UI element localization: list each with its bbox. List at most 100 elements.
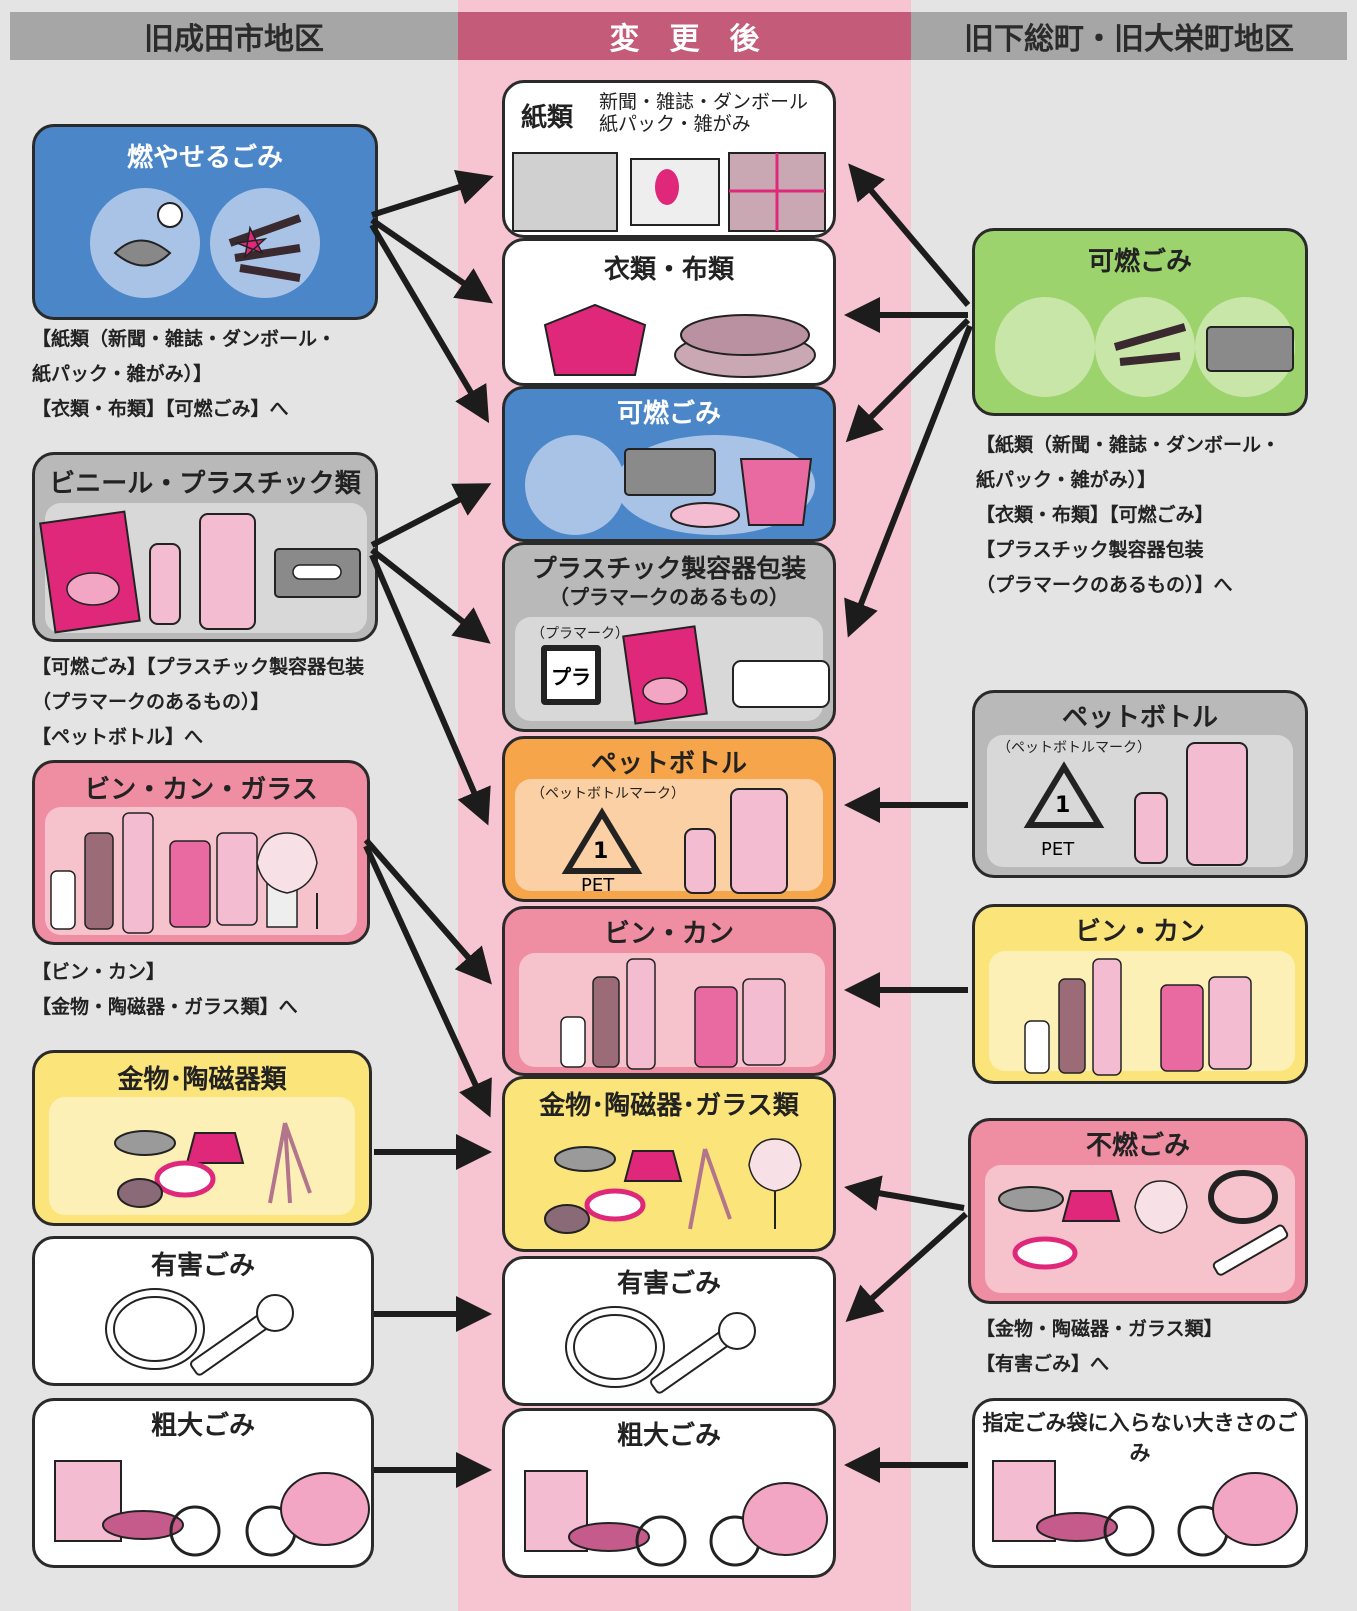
- left-box-bottles-cans-glass-title: ビン・カン・ガラス: [84, 775, 318, 805]
- burnable-illustration: [90, 188, 320, 298]
- right-pet-bottles-illustration: [1134, 742, 1248, 866]
- left-box-metal-ceramics: 金物･陶磁器類: [32, 1050, 372, 1226]
- right-note-nonburnable: 【金物・陶磁器・ガラス類】 【有害ごみ】へ: [976, 1312, 1223, 1382]
- left-box-plastic-title: ビニール・プラスチック類: [49, 469, 361, 499]
- plastic-packaging-illustration: [622, 625, 830, 725]
- note-line: 【衣類・布類】【可燃ごみ】へ: [32, 398, 289, 420]
- right-pet-mark-label: PET: [1041, 839, 1075, 860]
- right-box-pet-bottle: ペットボトル （ペットボトルマーク） 1 PET: [972, 690, 1308, 878]
- right-box-bottles-cans: ビン・カン: [972, 904, 1308, 1084]
- pet-mark-number: 1: [593, 839, 609, 864]
- center-box-plastic-packaging: プラスチック製容器包装 （プラマークのあるもの） （プラマーク） プラ: [502, 542, 836, 732]
- pet-bottles-illustration: [684, 788, 788, 894]
- note-line: 紙パック・雑がみ）】: [976, 469, 1157, 491]
- right-burnable-illustration: [995, 297, 1295, 397]
- note-line: 【金物・陶磁器・ガラス類】: [976, 1318, 1223, 1340]
- right-pet-mark-number: 1: [1055, 793, 1071, 818]
- left-box-hazardous-title: 有害ごみ: [150, 1251, 255, 1281]
- right-box-bottles-cans-title: ビン・カン: [1074, 917, 1205, 947]
- nonburnable-illustration: [998, 1170, 1289, 1276]
- center-box-metal-ceramics-glass-title: 金物･陶磁器･ガラス類: [539, 1091, 799, 1121]
- note-line: 【紙類（新聞・雑誌・ダンボール・: [32, 328, 337, 350]
- left-note-plastic: 【可燃ごみ】【プラスチック製容器包装 （プラマークのあるもの）】 【ペットボトル…: [32, 650, 364, 755]
- center-box-oversized: 粗大ごみ: [502, 1408, 836, 1578]
- center-box-hazardous: 有害ごみ: [502, 1256, 836, 1406]
- note-line: 紙パック・雑がみ）】: [32, 363, 213, 385]
- center-box-bottles-cans: ビン・カン: [502, 906, 836, 1076]
- center-metal-ceramics-glass-illustration: [544, 1138, 802, 1234]
- note-line: 【可燃ごみ】【プラスチック製容器包装: [32, 656, 365, 678]
- center-box-bottles-cans-title: ビン・カン: [603, 919, 734, 949]
- note-line: （プラマークのあるもの）】へ: [976, 574, 1233, 596]
- header-right-label: 旧下総町・旧大栄町地区: [964, 22, 1294, 57]
- right-box-nonburnable-title: 不燃ごみ: [1085, 1131, 1190, 1161]
- left-box-oversized: 粗大ごみ: [32, 1398, 374, 1568]
- plastic-mark-symbol: プラ: [551, 664, 591, 689]
- right-pet-recycle-icon: [1023, 761, 1105, 828]
- pet-mark-caption: （ペットボトルマーク）: [531, 786, 685, 802]
- note-line: 【有害ごみ】へ: [976, 1353, 1110, 1375]
- center-box-metal-ceramics-glass: 金物･陶磁器･ガラス類: [502, 1076, 836, 1252]
- right-box-nonburnable: 不燃ごみ: [968, 1118, 1308, 1304]
- right-box-burnable: 可燃ごみ: [972, 228, 1308, 416]
- note-line: 【ビン・カン】: [32, 961, 166, 983]
- center-box-burnable: 可燃ごみ: [502, 386, 836, 542]
- right-pet-mark-caption: （ペットボトルマーク）: [997, 740, 1151, 756]
- bottles-cans-glass-illustration: [50, 812, 318, 934]
- note-line: （プラマークのあるもの）】: [32, 691, 270, 713]
- center-box-pet-bottle: ペットボトル （ペットボトルマーク） 1 PET: [502, 736, 836, 902]
- center-box-clothing-title: 衣類・布類: [603, 255, 734, 285]
- left-box-metal-ceramics-title: 金物･陶磁器類: [117, 1065, 287, 1095]
- left-box-plastic: ビニール・プラスチック類: [32, 452, 378, 642]
- right-box-oversized: 指定ごみ袋に入らない大きさのごみ: [972, 1398, 1308, 1568]
- oversized-illustration: [54, 1460, 370, 1557]
- clothing-illustration: [543, 303, 816, 378]
- right-box-pet-bottle-title: ペットボトル: [1061, 703, 1218, 733]
- center-hazardous-illustration: [565, 1306, 756, 1394]
- left-note-burnable: 【紙類（新聞・雑誌・ダンボール・ 紙パック・雑がみ）】 【衣類・布類】【可燃ごみ…: [32, 322, 336, 427]
- note-line: 【紙類（新聞・雑誌・ダンボール・: [976, 434, 1281, 456]
- center-burnable-illustration: [525, 435, 815, 535]
- paper-illustration: [512, 152, 826, 232]
- header-center: 変 更 後: [458, 12, 911, 60]
- pet-mark-label: PET: [581, 875, 615, 896]
- header-right: 旧下総町・旧大栄町地区: [911, 12, 1347, 60]
- plastic-mark-icon: プラ: [541, 645, 601, 705]
- right-bottles-cans-illustration: [1024, 958, 1252, 1076]
- note-line: 【衣類・布類】【可燃ごみ】: [976, 504, 1214, 526]
- center-box-plastic-packaging-subtitle: （プラマークのあるもの）: [549, 585, 789, 609]
- left-box-oversized-title: 粗大ごみ: [150, 1411, 255, 1441]
- plastic-mark-caption: （プラマーク）: [531, 626, 629, 642]
- right-note-burnable: 【紙類（新聞・雑誌・ダンボール・ 紙パック・雑がみ）】 【衣類・布類】【可燃ごみ…: [976, 428, 1280, 603]
- note-line: 【金物・陶磁器・ガラス類】へ: [32, 996, 298, 1018]
- right-oversized-illustration: [992, 1460, 1298, 1557]
- header-left-label: 旧成田市地区: [144, 22, 324, 57]
- header-center-label: 変 更 後: [609, 22, 760, 57]
- left-box-burnable-title: 燃やせるごみ: [126, 143, 283, 173]
- center-oversized-illustration: [524, 1470, 828, 1567]
- hazardous-illustration: [105, 1288, 294, 1376]
- center-box-hazardous-title: 有害ごみ: [616, 1269, 721, 1299]
- center-box-paper: 紙類 新聞・雑誌・ダンボール 紙パック・雑がみ: [502, 80, 836, 238]
- left-box-burnable: 燃やせるごみ: [32, 124, 378, 320]
- subtitle-line: 紙パック・雑がみ: [599, 113, 751, 135]
- right-box-burnable-title: 可燃ごみ: [1087, 247, 1192, 277]
- center-box-clothing: 衣類・布類: [502, 238, 836, 386]
- plastic-illustration: [39, 510, 361, 634]
- metal-ceramics-illustration: [114, 1122, 312, 1208]
- center-box-paper-title: 紙類: [521, 103, 574, 133]
- subtitle-line: 新聞・雑誌・ダンボール: [599, 91, 809, 113]
- center-box-burnable-title: 可燃ごみ: [616, 399, 721, 429]
- left-box-hazardous: 有害ごみ: [32, 1236, 374, 1386]
- left-box-bottles-cans-glass: ビン・カン・ガラス: [32, 760, 370, 945]
- center-box-oversized-title: 粗大ごみ: [616, 1421, 721, 1451]
- pet-recycle-icon: [561, 807, 643, 874]
- right-box-oversized-title: 指定ごみ袋に入らない大きさのごみ: [982, 1411, 1298, 1465]
- note-line: 【プラスチック製容器包装: [976, 539, 1204, 561]
- left-note-bottles: 【ビン・カン】 【金物・陶磁器・ガラス類】へ: [32, 955, 298, 1025]
- center-box-paper-subtitle: 新聞・雑誌・ダンボール 紙パック・雑がみ: [599, 91, 808, 135]
- center-box-pet-bottle-title: ペットボトル: [590, 749, 747, 779]
- center-bottles-cans-illustration: [560, 958, 786, 1070]
- center-box-plastic-packaging-title: プラスチック製容器包装: [531, 554, 807, 583]
- note-line: 【ペットボトル】へ: [32, 726, 204, 748]
